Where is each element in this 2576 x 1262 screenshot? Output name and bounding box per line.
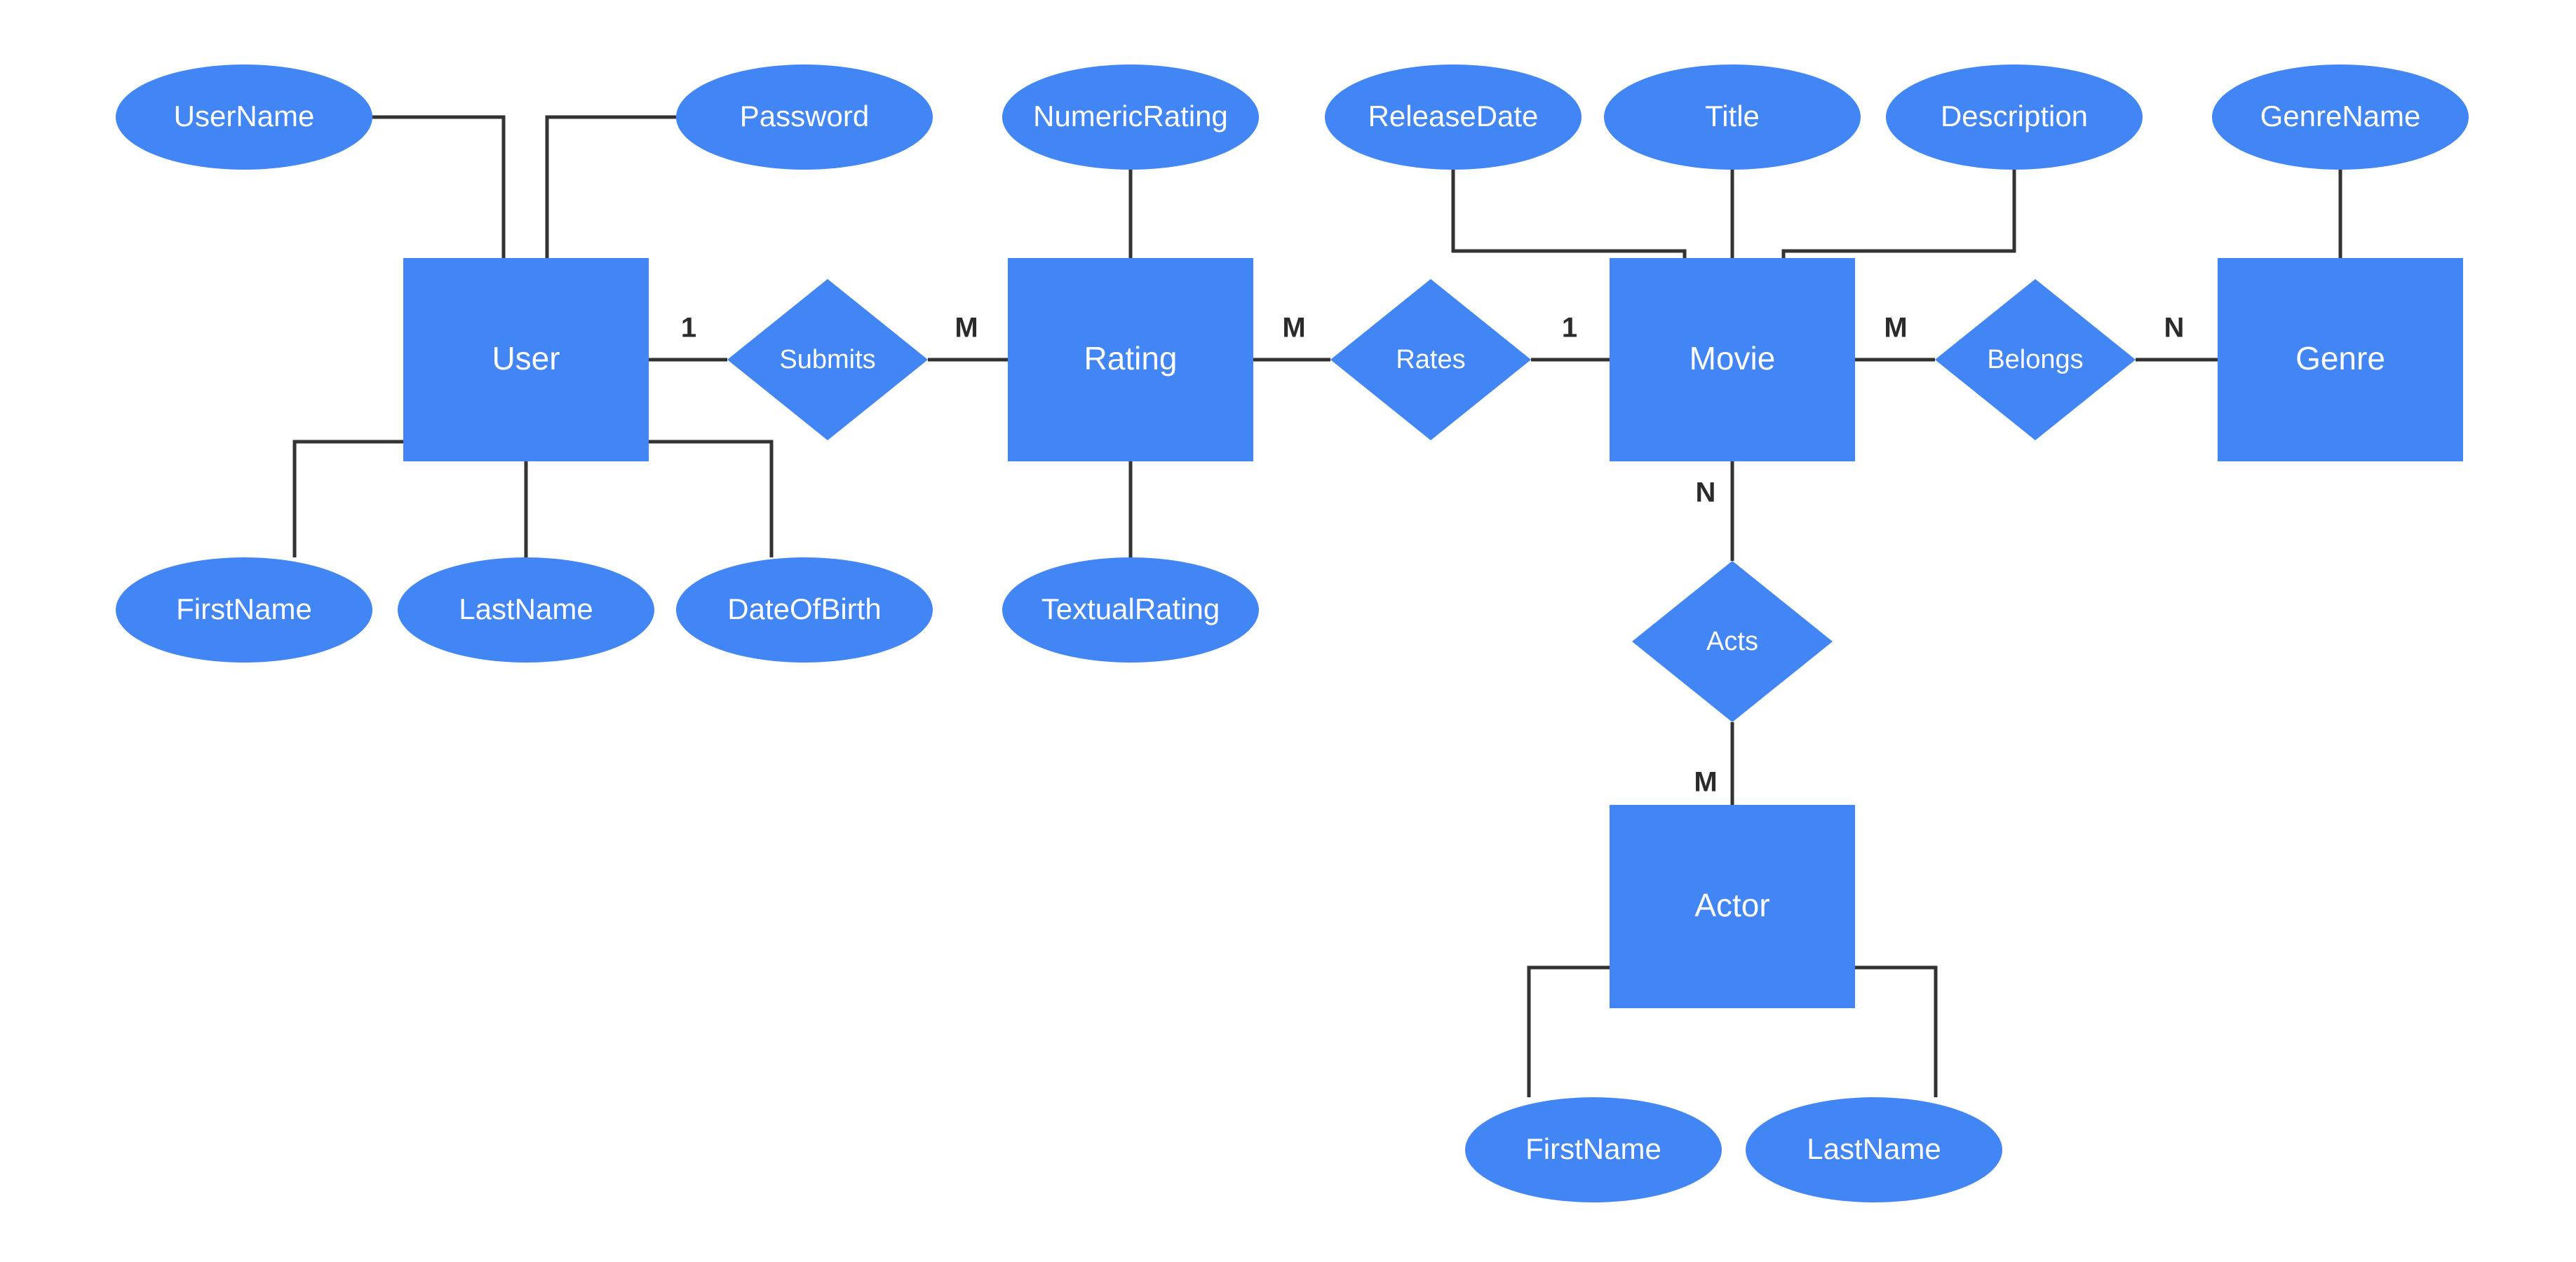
attribute-ellipse (1886, 65, 2143, 170)
relationship-diamond (1935, 279, 2136, 440)
attribute-ellipse (1746, 1097, 2002, 1202)
connector-user-to-dateofbirth (649, 440, 774, 557)
entity-genre[interactable]: Genre (2218, 258, 2463, 461)
cardinality-movie-belongs: M (1884, 313, 1907, 344)
attribute-firstname_actor[interactable]: FirstName (1465, 1097, 1722, 1202)
relationship-belongs[interactable]: Belongs (1935, 279, 2136, 440)
cardinality-submits-rating: M (955, 313, 978, 344)
cardinality-movie-acts: N (1696, 477, 1716, 508)
attribute-ellipse (116, 65, 372, 170)
connector-username-to-user (372, 115, 506, 258)
cardinality-rates-movie: 1 (1562, 313, 1577, 344)
attribute-title[interactable]: Title (1604, 65, 1861, 170)
relationship-submits[interactable]: Submits (727, 279, 928, 440)
relationship-diamond (1330, 279, 1531, 440)
cardinality-belongs-genre: N (2164, 313, 2185, 344)
attribute-ellipse (676, 65, 933, 170)
attribute-ellipse (1325, 65, 1582, 170)
entity-user[interactable]: User (403, 258, 649, 461)
relationship-diamond (727, 279, 928, 440)
connector-layer (292, 115, 2342, 1097)
connector-actor-to-lastname (1855, 965, 1938, 1097)
attribute-ellipse (1604, 65, 1861, 170)
cardinality-rating-rates: M (1282, 313, 1305, 344)
cardinality-user-submits: 1 (681, 313, 696, 344)
attribute-genrename[interactable]: GenreName (2212, 65, 2469, 170)
connector-description-to-movie (1781, 170, 2016, 258)
entity-movie[interactable]: Movie (1610, 258, 1855, 461)
attribute-releasedate[interactable]: ReleaseDate (1325, 65, 1582, 170)
cardinality-acts-actor: M (1694, 767, 1717, 798)
attribute-lastname_actor[interactable]: LastName (1746, 1097, 2002, 1202)
attribute-ellipse (2212, 65, 2469, 170)
attribute-description[interactable]: Description (1886, 65, 2143, 170)
connector-password-to-user (545, 115, 676, 258)
relationship-rates[interactable]: Rates (1330, 279, 1531, 440)
attribute-firstname_user[interactable]: FirstName (116, 557, 372, 663)
entity-rectangle (1610, 805, 1855, 1008)
attribute-ellipse (1002, 65, 1259, 170)
attribute-ellipse (1002, 557, 1259, 663)
relationship-diamond (1632, 561, 1833, 722)
attribute-lastname_user[interactable]: LastName (398, 557, 654, 663)
attribute-username[interactable]: UserName (116, 65, 372, 170)
entity-rectangle (1008, 258, 1253, 461)
entity-rectangle (403, 258, 649, 461)
attribute-ellipse (1465, 1097, 1722, 1202)
attribute-ellipse (116, 557, 372, 663)
attribute-dateofbirth[interactable]: DateOfBirth (676, 557, 933, 663)
entity-rectangle (1610, 258, 1855, 461)
attribute-numericrating[interactable]: NumericRating (1002, 65, 1259, 170)
connector-releasedate-to-movie (1451, 170, 1687, 258)
entity-rating[interactable]: Rating (1008, 258, 1253, 461)
attribute-textualrating[interactable]: TextualRating (1002, 557, 1259, 663)
attribute-ellipse (676, 557, 933, 663)
attribute-ellipse (398, 557, 654, 663)
attribute-password[interactable]: Password (676, 65, 933, 170)
connector-user-to-firstname (292, 440, 403, 557)
entity-actor[interactable]: Actor (1610, 805, 1855, 1008)
relationship-acts[interactable]: Acts (1632, 561, 1833, 722)
connector-actor-to-firstname (1527, 965, 1610, 1097)
entity-rectangle (2218, 258, 2463, 461)
